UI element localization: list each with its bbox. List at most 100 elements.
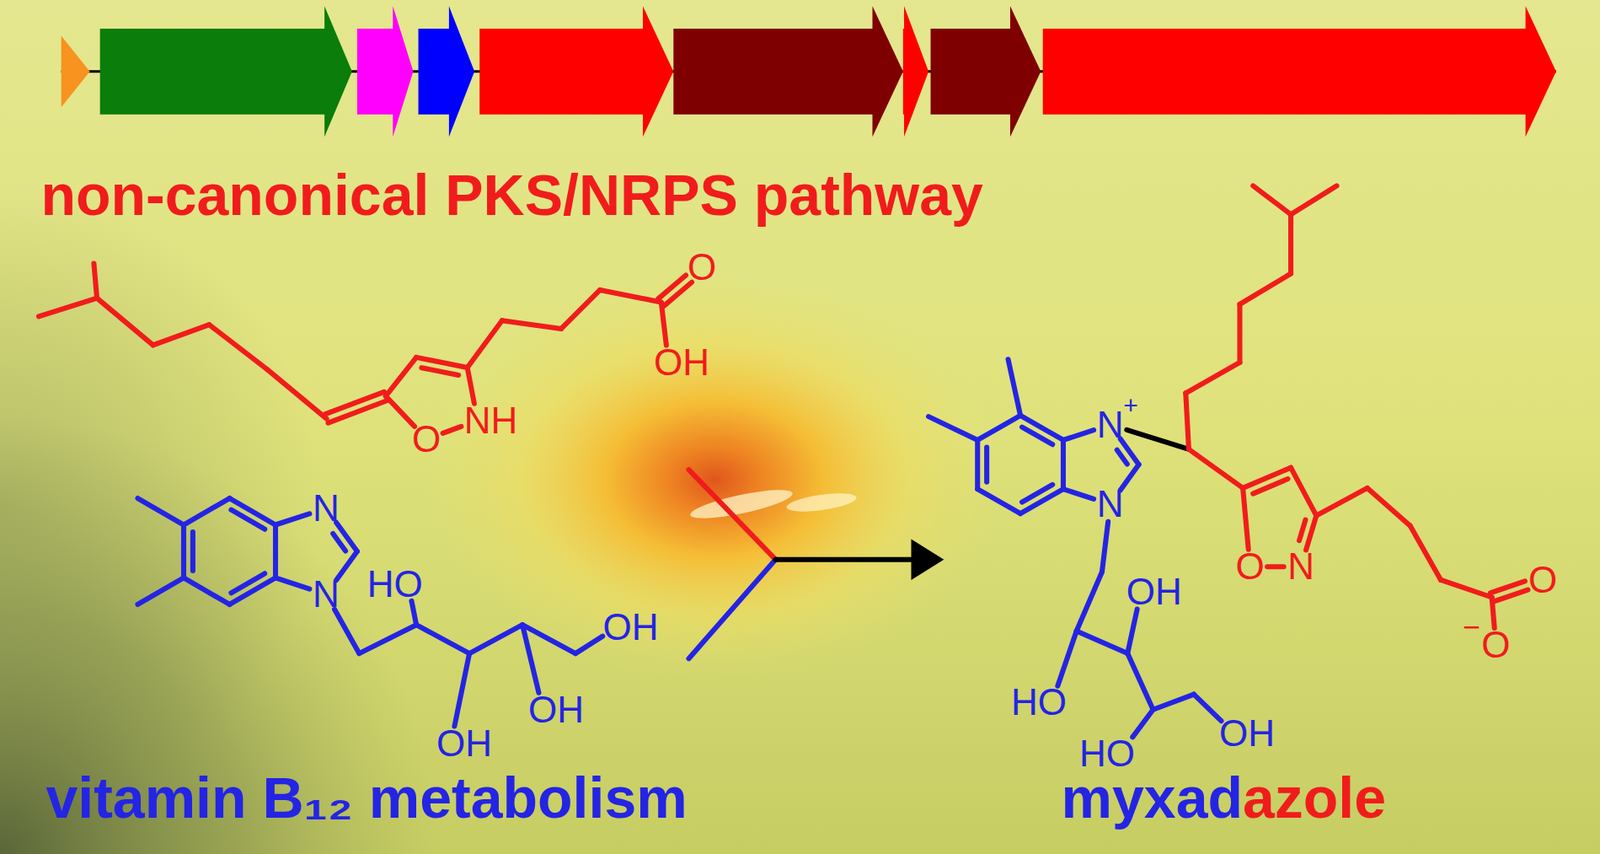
chemical-bond: [183, 497, 230, 525]
chemical-bond: [1288, 214, 1294, 273]
chemical-bond: [275, 577, 310, 589]
chemical-bond: [688, 469, 776, 560]
chemical-bond: [1008, 358, 1022, 416]
chemical-bond: [469, 624, 523, 653]
atom-label: OH: [436, 724, 493, 762]
chemical-bond: [1193, 694, 1221, 722]
chemical-bond: [93, 262, 97, 298]
chemical-bond: [1188, 449, 1243, 488]
chemical-bond: [1117, 449, 1128, 465]
chemical-bond: [358, 624, 417, 653]
gene-arrow: [673, 5, 903, 137]
metabolism-title: vitamin B₁₂ metabolism: [45, 768, 687, 826]
chemical-bond: [984, 446, 990, 482]
atom-label: O: [687, 248, 717, 286]
atom-label: N: [1096, 406, 1124, 444]
chemical-bond: [928, 416, 978, 440]
chemical-bond: [181, 524, 187, 578]
atom-label: N: [1096, 485, 1124, 523]
atom-label: OH: [653, 343, 710, 381]
chemical-bond: [137, 577, 183, 604]
chemical-bond: [267, 369, 327, 418]
chemical-bond: [1076, 630, 1129, 653]
chemical-bond: [272, 524, 279, 578]
charge-sign: +: [1123, 392, 1139, 418]
chemical-bond: [1076, 571, 1103, 631]
gene-arrow: [479, 5, 674, 137]
compound-name: myxad: [1061, 768, 1243, 826]
reaction-arrowhead: [911, 538, 945, 579]
chemical-bond: [416, 624, 470, 653]
chemical-bond: [1185, 362, 1240, 393]
charge-sign: −: [1462, 611, 1481, 643]
chemical-bond: [1242, 467, 1291, 488]
chemical-bond: [467, 320, 503, 368]
atom-label: N: [312, 489, 340, 527]
chemical-bond: [1153, 694, 1194, 710]
chemical-bond: [230, 572, 265, 593]
chemical-bond: [443, 426, 462, 434]
chemical-bond: [467, 367, 475, 404]
atom-label: O: [1528, 561, 1558, 599]
atom-label: NH: [464, 401, 519, 439]
chemical-bond: [1126, 429, 1189, 450]
chemical-bond: [411, 600, 417, 625]
gene-arrow: [357, 5, 414, 137]
chemical-bond: [1490, 580, 1526, 593]
gene-arrow: [100, 5, 353, 137]
chemical-bond: [522, 624, 539, 693]
structure-group: [38, 5, 1557, 737]
chemical-bond: [230, 509, 265, 530]
chemical-bond: [208, 324, 268, 370]
chemical-bond: [153, 324, 210, 345]
chemical-bond: [334, 609, 359, 653]
glare: [785, 489, 858, 515]
chemical-bond: [1063, 429, 1094, 440]
atom-label: HO: [367, 565, 423, 603]
chemical-bond: [1492, 596, 1495, 627]
chemical-bond: [977, 488, 1021, 514]
chemical-bond: [325, 391, 385, 415]
chemical-bond: [502, 320, 562, 329]
chemical-bond: [1057, 630, 1076, 685]
chemical-bond: [1022, 484, 1053, 503]
gene-arrow: [61, 35, 91, 108]
atom-label: OH: [602, 608, 659, 646]
chemical-bond: [688, 559, 776, 659]
chemical-bond: [183, 577, 230, 604]
chemical-bond: [1440, 579, 1493, 598]
chemical-bond: [1060, 439, 1066, 489]
chemical-bond: [1316, 487, 1368, 516]
chemical-bond: [1410, 525, 1441, 580]
chemical-bond: [1239, 273, 1291, 305]
chemical-bond: [1185, 392, 1189, 450]
chemical-bond: [1236, 304, 1242, 363]
chemical-bond: [1132, 709, 1153, 738]
chemical-bond: [599, 289, 662, 303]
atom-label: HO: [1011, 683, 1067, 721]
chemical-bond: [190, 531, 196, 571]
chemical-bond: [1102, 521, 1108, 572]
glare: [688, 483, 795, 524]
atom-label: O: [1481, 626, 1510, 664]
chemical-bond: [421, 367, 459, 375]
atom-label: O: [1235, 547, 1264, 585]
chemical-bond: [332, 533, 346, 551]
atom-label: O: [412, 420, 441, 458]
chemical-bond: [385, 395, 415, 427]
chemical-bond: [977, 415, 1021, 440]
atom-label: HO: [1079, 734, 1135, 772]
chemical-bond: [38, 298, 97, 317]
atom-label: N: [312, 575, 340, 613]
chemical-bond: [1252, 185, 1291, 215]
chemical-bond: [1252, 478, 1288, 494]
chemical-bond: [1242, 487, 1249, 550]
chemical-bond: [1290, 185, 1337, 215]
gene-arrow: [418, 5, 476, 137]
